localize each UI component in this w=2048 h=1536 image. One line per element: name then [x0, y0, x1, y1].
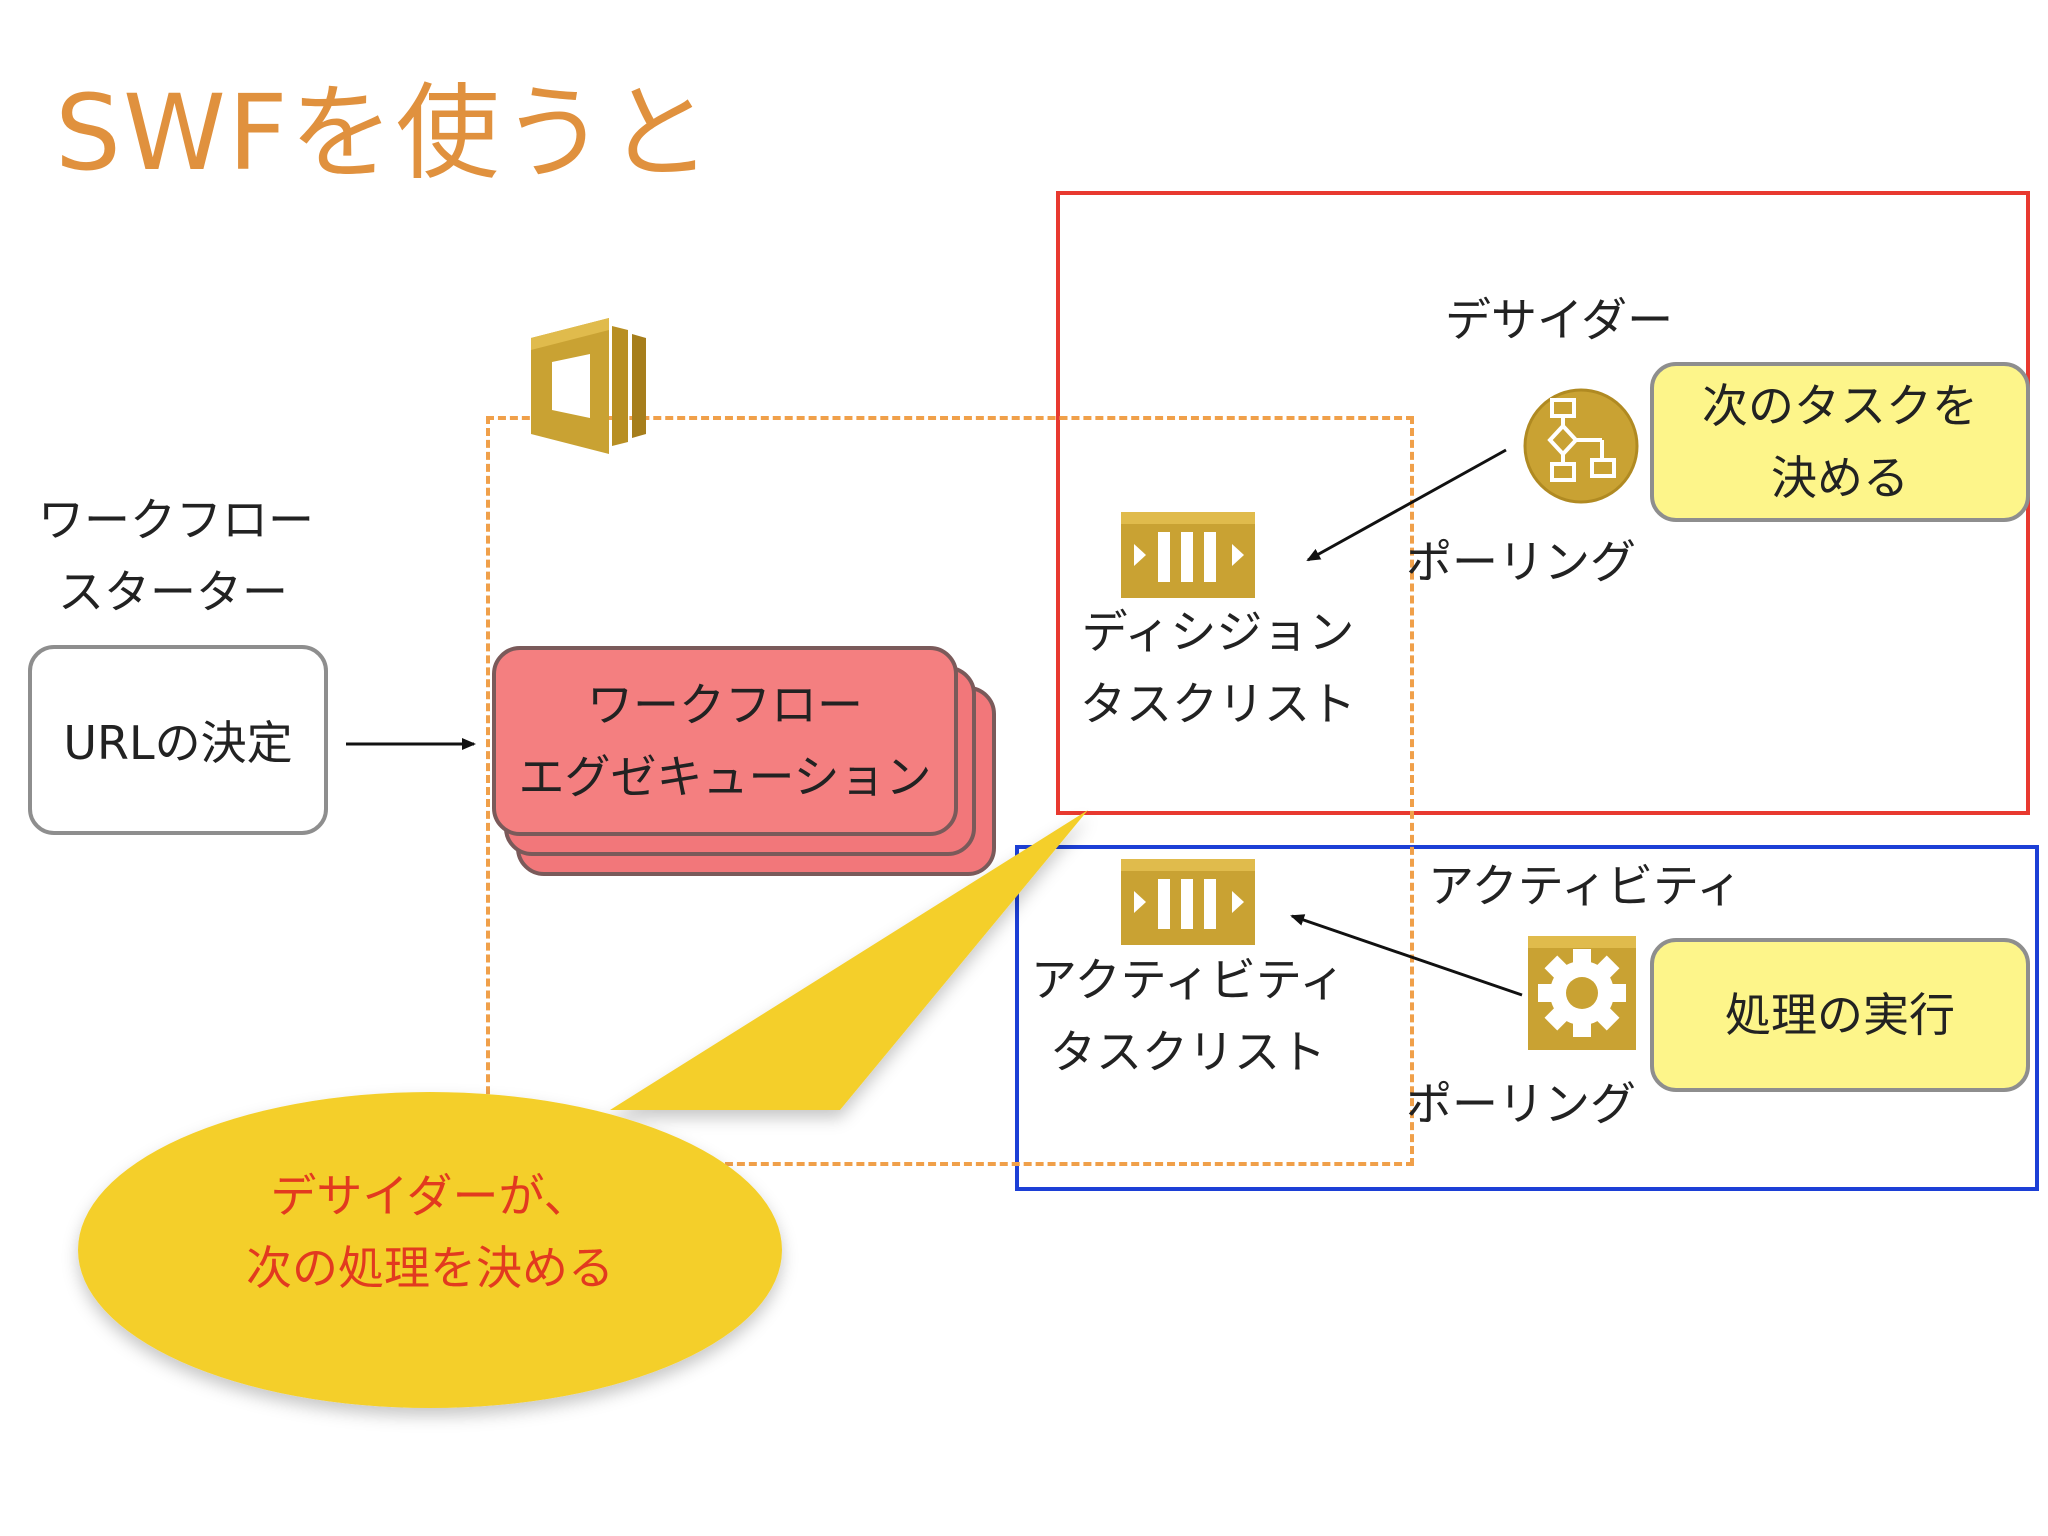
- activity-label: アクティビティ: [1428, 859, 1743, 913]
- slide-title: SWFを使うと: [55, 72, 714, 194]
- starter-label-line1: ワークフロー: [38, 493, 314, 547]
- decider-polling-label: ポーリング: [1406, 535, 1636, 589]
- decision-tasklist-line2: タスクリスト: [1080, 677, 1356, 731]
- execution-card: ワークフロー エグゼキューション: [492, 646, 958, 836]
- arrow-activity-polling: [1290, 914, 1523, 997]
- decider-flowchart-icon: [1523, 388, 1639, 504]
- decision-tasklist-line1: ディシジョン: [1081, 605, 1355, 659]
- callout-pointer: [610, 810, 1088, 1110]
- decider-box: 次のタスクを 決める: [1650, 362, 2030, 522]
- activity-tasklist-line1: アクティビティ: [1030, 953, 1346, 1007]
- activity-box-text: 処理の実行: [1725, 988, 1955, 1042]
- starter-box-text: URLの決定: [63, 716, 293, 770]
- swf-frame: [486, 416, 1414, 1166]
- starter-label-line2: スターター: [58, 565, 288, 619]
- activity-tasklist-line2: タスクリスト: [1050, 1025, 1326, 1079]
- callout-bubble: [78, 810, 1088, 1408]
- execution-line2: エグゼキューション: [518, 750, 932, 804]
- activity-gear-icon: [1528, 936, 1636, 1050]
- callout-ellipse: [78, 1092, 782, 1408]
- activity-box: 処理の実行: [1650, 938, 2030, 1092]
- decider-box-line1: 次のタスクを: [1702, 379, 1978, 433]
- callout-line2: 次の処理を決める: [246, 1241, 614, 1295]
- execution-line1: ワークフロー: [587, 678, 863, 732]
- decision-tasklist-icon: [1121, 512, 1255, 598]
- callout-line1: デサイダーが、: [270, 1169, 590, 1223]
- activity-frame: [1015, 845, 2039, 1191]
- arrow-decider-polling: [1306, 448, 1507, 562]
- decider-box-line2: 決める: [1771, 451, 1909, 505]
- decider-label: デサイダー: [1445, 293, 1674, 347]
- activity-tasklist-icon: [1121, 859, 1255, 945]
- activity-polling-label: ポーリング: [1406, 1077, 1636, 1131]
- starter-box: URLの決定: [28, 645, 328, 835]
- swf-icon: [531, 318, 646, 454]
